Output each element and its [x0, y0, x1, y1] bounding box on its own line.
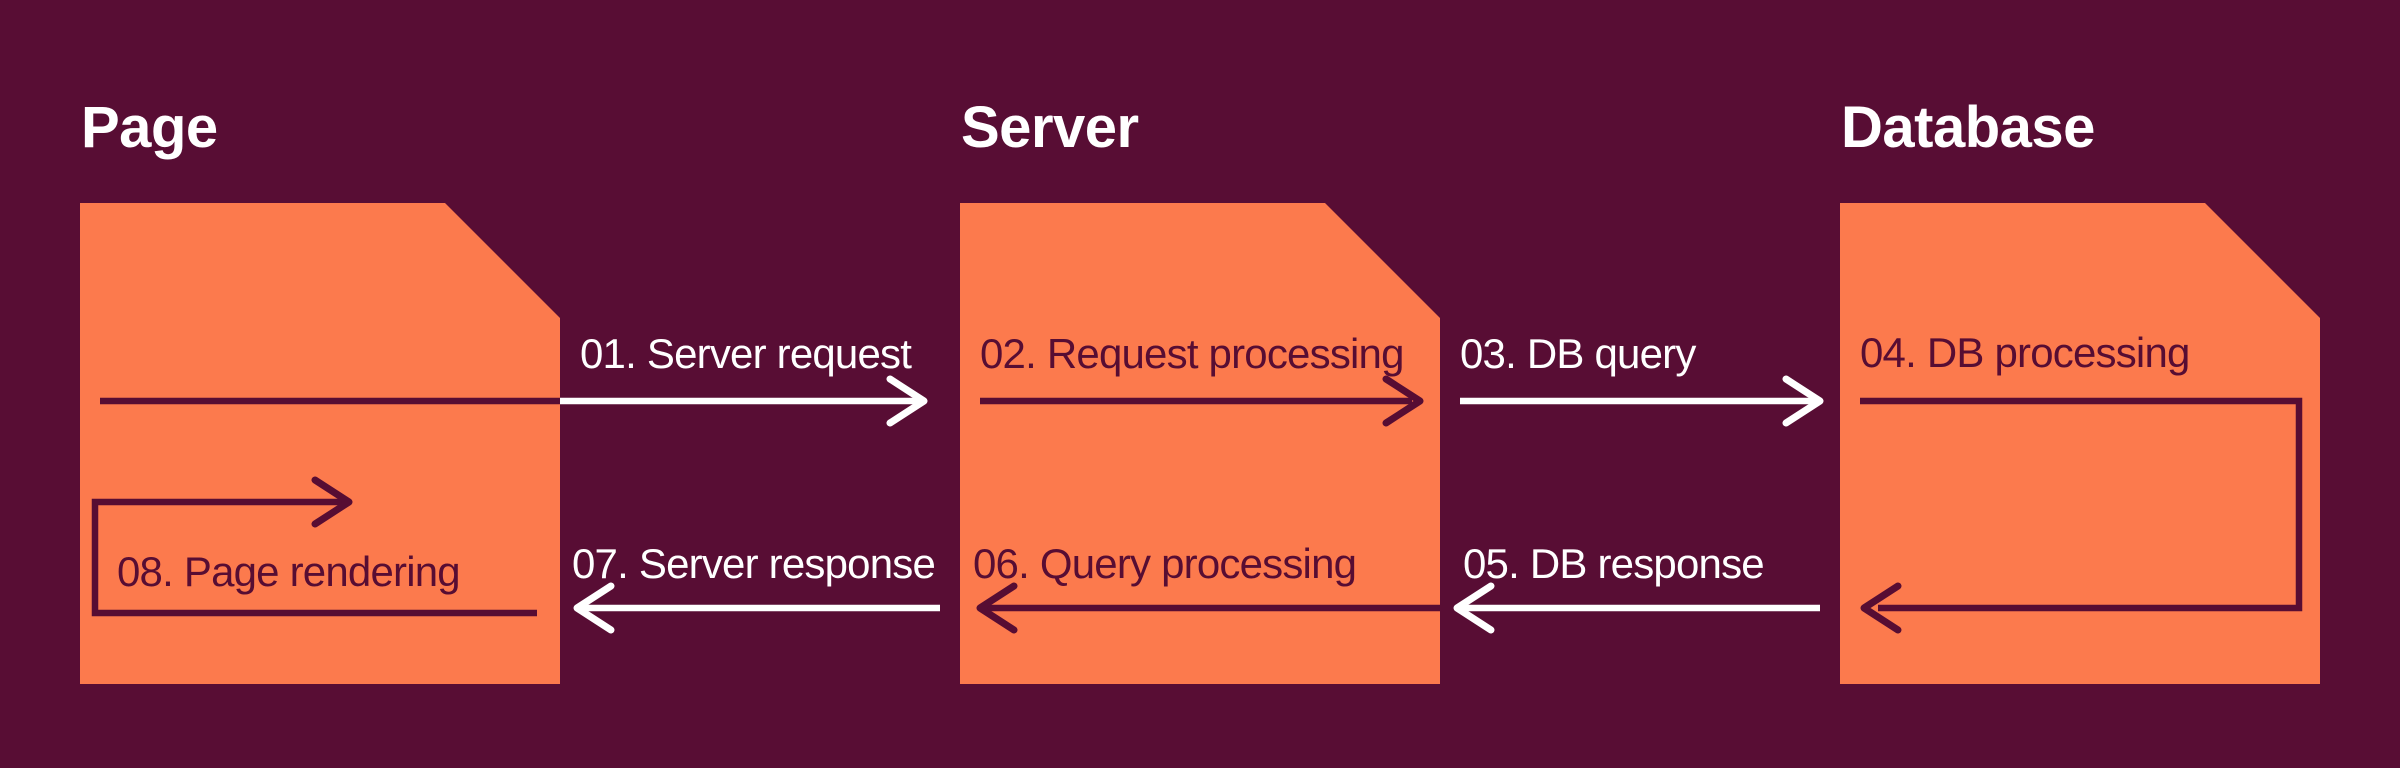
arrow-loop-line — [91, 498, 537, 617]
step-06-query-processing-arrow: 06. Query processing — [973, 540, 1440, 634]
arrowhead-right-icon — [886, 375, 928, 427]
arrowhead-right-icon — [311, 476, 353, 528]
step-06-label: 06. Query processing — [973, 540, 1356, 587]
arrowhead-right-icon — [1782, 375, 1824, 427]
step-04-db-processing-arrow: 04. DB processing — [1860, 329, 2303, 634]
arrowhead-left-icon — [1860, 582, 1902, 634]
step-03-db-query-arrow: 03. DB query — [1460, 330, 1824, 427]
step-08-label: 08. Page rendering — [117, 548, 460, 595]
step-07-server-response-arrow: 07. Server response — [572, 540, 940, 634]
page-box — [80, 203, 560, 684]
step-05-db-response-arrow: 05. DB response — [1453, 540, 1820, 634]
step-04-label: 04. DB processing — [1860, 329, 2190, 376]
server-heading: Server — [961, 95, 1139, 160]
step-01-server-request-arrow: 01. Server request — [100, 330, 928, 427]
database-heading: Database — [1841, 95, 2095, 160]
database-box — [1840, 203, 2320, 684]
arrowhead-right-icon — [1382, 375, 1424, 427]
step-01-label: 01. Server request — [580, 330, 912, 377]
step-08-page-rendering-arrow: 08. Page rendering — [91, 476, 537, 617]
step-02-label: 02. Request processing — [980, 330, 1404, 377]
arrowhead-left-icon — [573, 582, 615, 634]
arrow-loop-line — [1860, 397, 2303, 612]
step-05-label: 05. DB response — [1463, 540, 1764, 587]
step-07-label: 07. Server response — [572, 540, 935, 587]
server-box — [960, 203, 1440, 684]
step-02-request-processing-arrow: 02. Request processing — [980, 330, 1424, 427]
step-03-label: 03. DB query — [1460, 330, 1696, 377]
arrowhead-left-icon — [1453, 582, 1495, 634]
arrowhead-left-icon — [976, 582, 1018, 634]
page-heading: Page — [81, 95, 218, 160]
